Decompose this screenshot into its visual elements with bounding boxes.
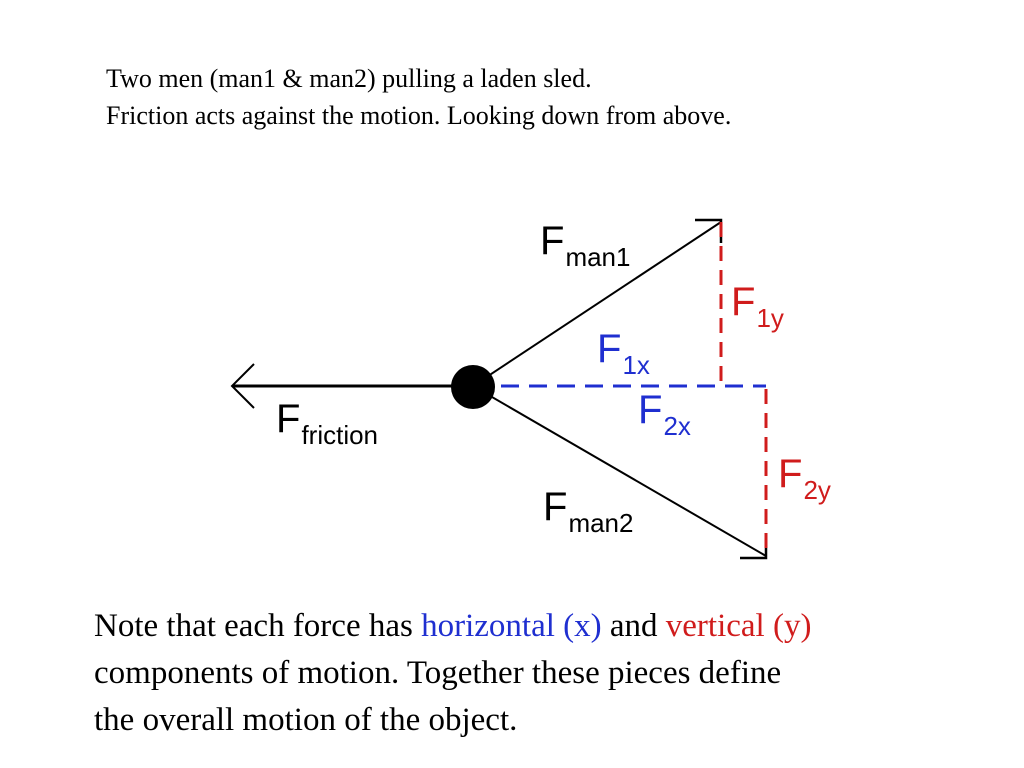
note-line-1-c: and	[601, 608, 666, 644]
label-f-man2-sub: man2	[568, 508, 633, 538]
friction-arrowhead	[230, 363, 255, 409]
label-f-1x: F1x	[597, 327, 650, 380]
label-f-2x: F2x	[638, 388, 691, 441]
label-f-man1: Fman1	[540, 219, 630, 272]
note-horizontal-term: horizontal (x)	[421, 608, 602, 644]
man2-vector	[472, 385, 767, 557]
note-vertical-term: vertical (y)	[665, 608, 812, 644]
caption-line-2: Friction acts against the motion. Lookin…	[106, 101, 732, 130]
explanation-note: Note that each force has horizontal (x) …	[94, 603, 811, 744]
label-f-1x-main: F	[597, 327, 621, 371]
sled-dot	[451, 365, 495, 409]
label-f-2y-sub: 2y	[803, 475, 830, 505]
label-f-1y-main: F	[731, 280, 755, 324]
label-f-1y: F1y	[731, 280, 784, 333]
label-f-1y-sub: 1y	[756, 303, 783, 333]
label-f-friction-sub: friction	[301, 420, 378, 450]
label-f-man1-main: F	[540, 219, 564, 263]
note-line-3: the overall motion of the object.	[94, 702, 518, 738]
label-f-1x-sub: 1x	[622, 350, 649, 380]
label-f-2y-main: F	[778, 452, 802, 496]
label-f-man2-main: F	[543, 485, 567, 529]
label-f-man1-sub: man1	[565, 242, 630, 272]
label-f-man2: Fman2	[543, 485, 633, 538]
man1-vector	[472, 221, 722, 387]
note-line-2: components of motion. Together these pie…	[94, 655, 782, 691]
caption-line-1: Two men (man1 & man2) pulling a laden sl…	[106, 64, 592, 93]
label-f-2x-sub: 2x	[663, 411, 690, 441]
label-f-friction: Ffriction	[276, 397, 378, 450]
caption: Two men (man1 & man2) pulling a laden sl…	[106, 60, 731, 134]
label-f-friction-main: F	[276, 397, 300, 441]
label-f-2y: F2y	[778, 452, 831, 505]
note-line-1-a: Note that each force has	[94, 608, 422, 644]
note-line-1: Note that each force has horizontal (x) …	[94, 603, 811, 650]
label-f-2x-main: F	[638, 388, 662, 432]
